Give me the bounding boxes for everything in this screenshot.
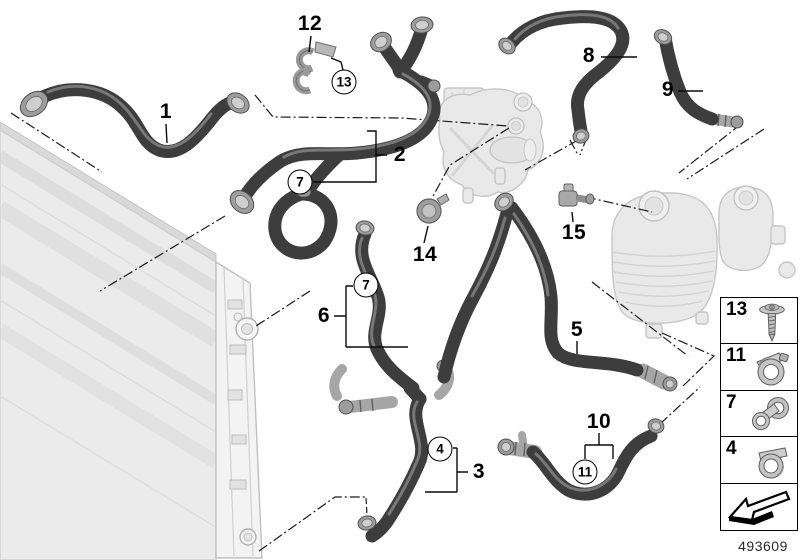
screw-icon <box>759 303 785 343</box>
callout-3[interactable]: 3 <box>472 460 486 483</box>
hose-8 <box>498 10 630 144</box>
double-hose-clamp-icon <box>752 396 789 430</box>
callout-5[interactable]: 5 <box>570 318 584 341</box>
drawing-number: 493609 <box>738 538 788 554</box>
hose-clamp-icon <box>756 352 789 386</box>
legend-row-retaining-clamp[interactable]: 4 <box>720 436 798 485</box>
callout-10[interactable]: 10 <box>586 410 612 433</box>
hose-10 <box>497 418 665 501</box>
legend-label: 7 <box>726 391 737 413</box>
callout-7-circled-b[interactable]: 7 <box>353 272 379 298</box>
callout-4-circled[interactable]: 4 <box>427 436 453 462</box>
callout-9[interactable]: 9 <box>661 78 675 101</box>
callout-12[interactable]: 12 <box>297 12 323 35</box>
holder-bracket-12 <box>292 41 337 95</box>
callout-1[interactable]: 1 <box>159 100 173 123</box>
legend-row-double-clamp[interactable]: 7 <box>720 389 798 438</box>
hardware-legend: 13 11 7 <box>720 297 798 531</box>
hose-5 <box>437 192 678 392</box>
hose-6 <box>329 220 454 415</box>
callout-2[interactable]: 2 <box>393 143 407 166</box>
thermostat-housing <box>438 87 544 204</box>
hose-1 <box>19 83 250 158</box>
callout-8[interactable]: 8 <box>582 44 596 67</box>
callout-7-circled-a[interactable]: 7 <box>287 169 313 195</box>
hose-3 <box>357 381 429 543</box>
legend-row-hose-clamp[interactable]: 11 <box>720 343 798 392</box>
callout-13-circled[interactable]: 13 <box>331 69 357 95</box>
callout-11-circled[interactable]: 11 <box>572 459 598 485</box>
legend-label: 13 <box>726 299 748 320</box>
radiator <box>0 121 263 560</box>
legend-label: 11 <box>726 345 747 367</box>
retaining-clamp-icon <box>758 447 788 479</box>
legend-label: 4 <box>726 438 737 460</box>
callout-6[interactable]: 6 <box>317 304 331 327</box>
leader-lines <box>10 94 765 552</box>
legend-row-screw[interactable]: 13 <box>720 297 798 345</box>
hose-2 <box>229 16 441 260</box>
legend-row-direction-arrow[interactable] <box>720 482 798 531</box>
vent-valve-15 <box>558 183 595 207</box>
blind-plug-14 <box>416 193 450 224</box>
callout-lines <box>165 35 703 493</box>
expansion-tank <box>611 185 796 339</box>
callout-14[interactable]: 14 <box>412 243 438 266</box>
hose-9 <box>653 29 744 129</box>
callout-15[interactable]: 15 <box>561 221 587 244</box>
direction-arrow-icon <box>727 490 791 525</box>
